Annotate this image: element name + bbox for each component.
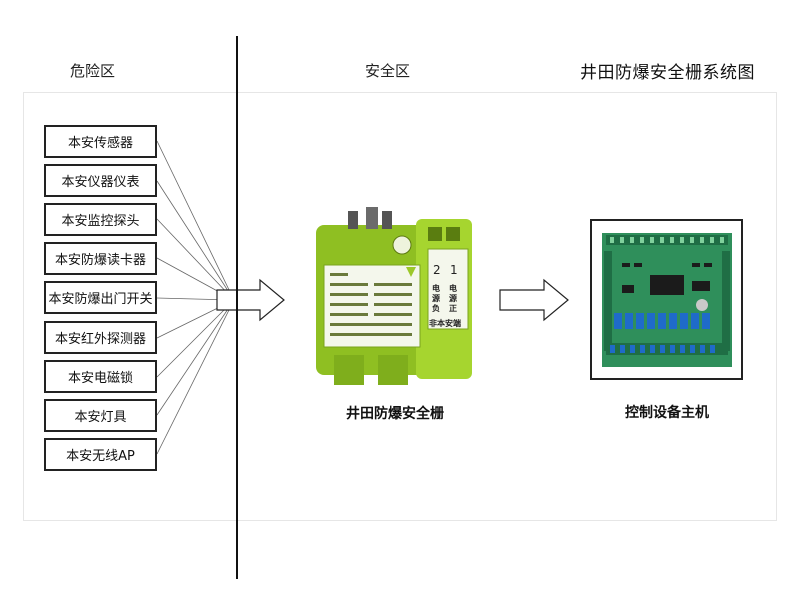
device-box-exit-switch: 本安防爆出门开关 (44, 281, 157, 314)
diagram-title: 井田防爆安全栅系统图 (580, 63, 755, 83)
certification-mark-icon (392, 235, 412, 255)
non-intrinsic-side-label: 非本安端 (429, 319, 461, 328)
diagram-frame (23, 92, 777, 521)
device-box-card-reader: 本安防爆读卡器 (44, 242, 157, 275)
terminal-polarity-positive: 电源正 (449, 284, 457, 313)
controller-caption: 控制设备主机 (625, 405, 709, 421)
arrow-to-barrier (216, 278, 285, 322)
device-box-infrared-detector: 本安红外探测器 (44, 321, 157, 354)
hazardous-zone-label: 危险区 (70, 62, 116, 80)
barrier-caption: 井田防爆安全栅 (346, 406, 444, 422)
safe-zone-label: 安全区 (365, 62, 411, 80)
terminal-polarity-negative: 电源负 (432, 284, 440, 313)
device-box-lamp: 本安灯具 (44, 399, 157, 432)
pcb-board-illustration (602, 233, 732, 367)
controller-frame (590, 219, 743, 380)
arrow-to-controller (499, 278, 569, 322)
terminal-number-1: 1 (450, 263, 458, 277)
terminal-number-2: 2 (433, 263, 441, 277)
zone-divider (236, 36, 238, 579)
device-box-magnetic-lock: 本安电磁锁 (44, 360, 157, 393)
device-box-wireless-ap: 本安无线AP (44, 438, 157, 471)
device-box-intrinsic-instrument: 本安仪器仪表 (44, 164, 157, 197)
device-box-intrinsic-sensor: 本安传感器 (44, 125, 157, 158)
device-box-intrinsic-camera: 本安监控探头 (44, 203, 157, 236)
safety-barrier-illustration (316, 207, 472, 385)
warning-triangle-icon (406, 267, 416, 277)
